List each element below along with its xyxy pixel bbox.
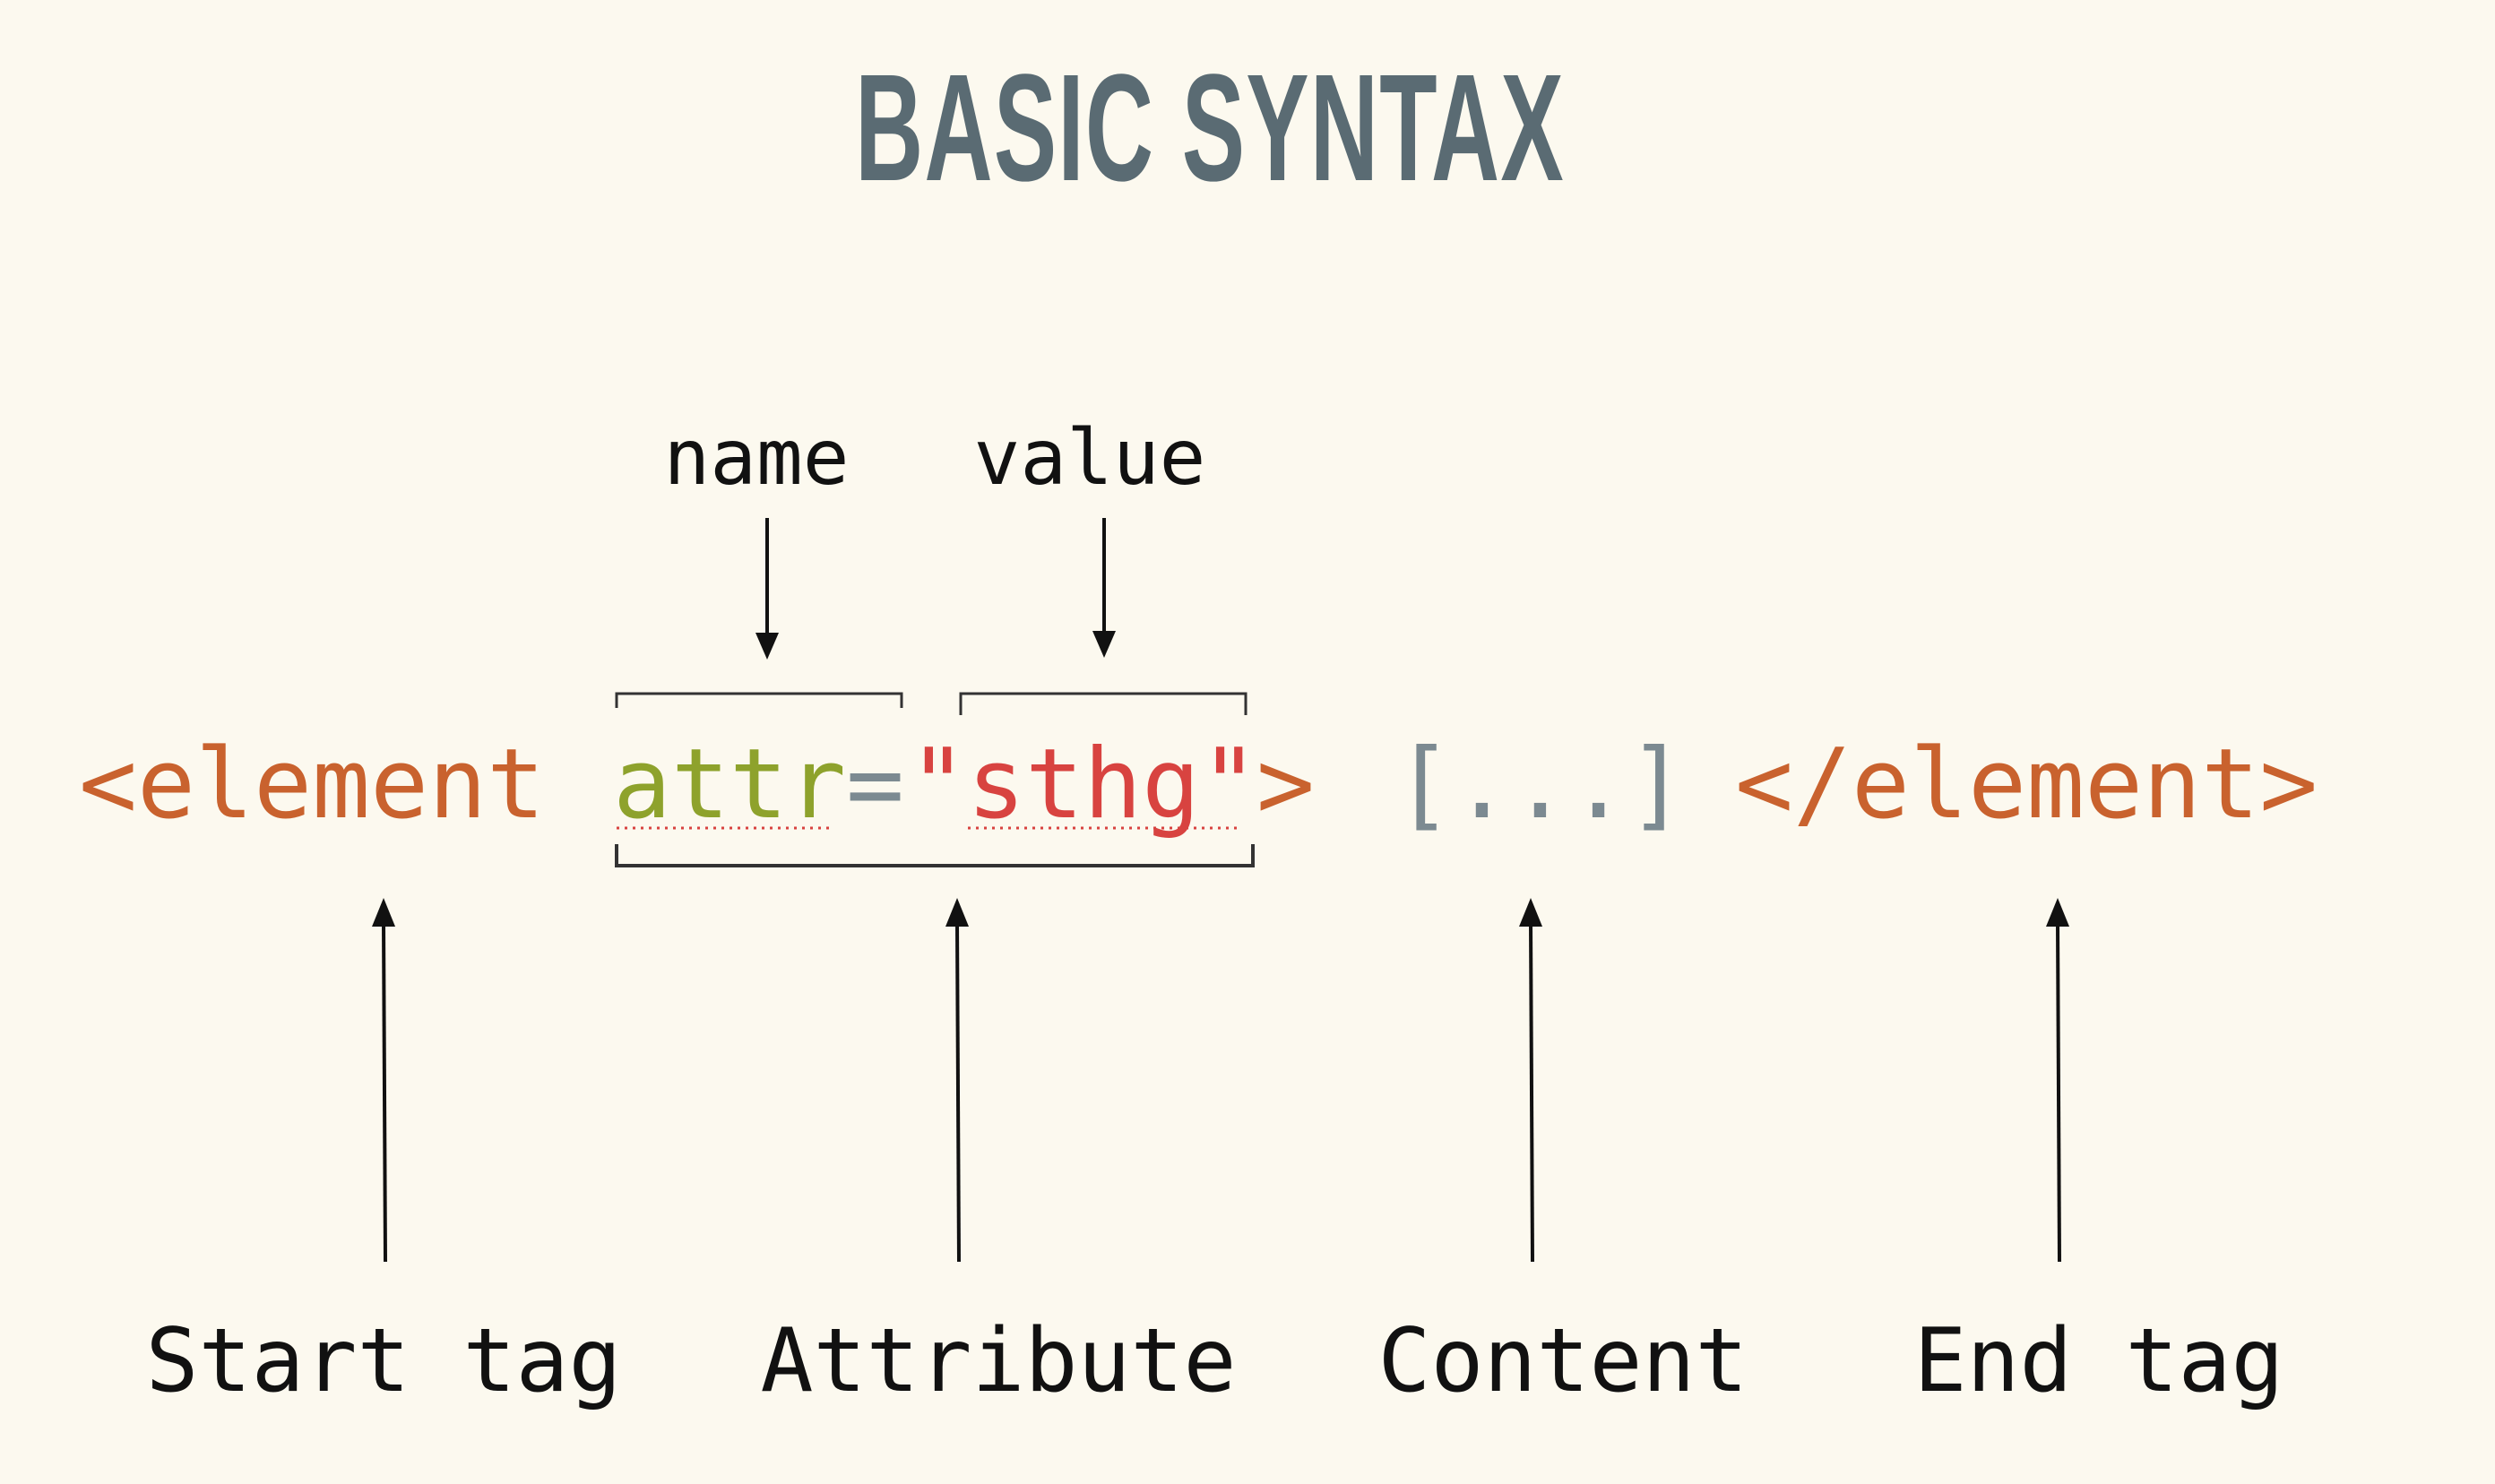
attribute-label: Attribute [760,1310,1236,1412]
code-end-tag: </element> [1735,729,2318,841]
name-bracket [615,692,903,708]
code-close-bracket: > [1256,729,1315,841]
code-start-tag: <element [79,729,545,841]
content-label: Content [1377,1310,1748,1412]
code-attr-name: attr [613,729,846,841]
page-title: BASIC SYNTAX [855,43,1565,213]
code-equals: = [846,729,904,841]
value-arrow [1092,518,1116,658]
attribute-arrow [945,898,969,1263]
code-attr-value: "sthg" [909,729,1258,841]
name-label: name [663,413,849,503]
end-tag-arrow [2046,898,2069,1263]
start-tag-arrow [372,898,395,1263]
end-tag-label: End tag [1913,1310,2283,1412]
code-content: [...] [1394,729,1686,841]
name-arrow [755,518,779,660]
content-arrow [1519,898,1542,1263]
value-label: value [974,413,1206,503]
start-tag-label: Start tag [145,1310,621,1412]
attribute-bracket [615,844,1255,867]
value-bracket [959,692,1248,715]
